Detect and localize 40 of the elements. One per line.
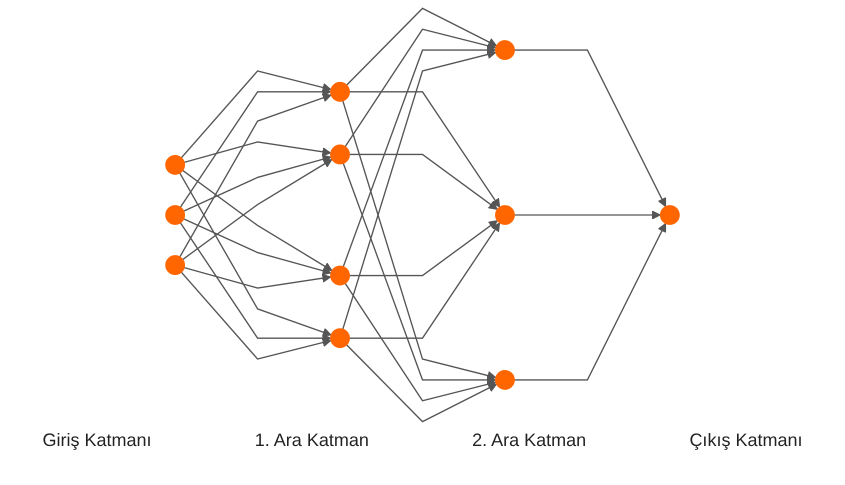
arrow (344, 28, 496, 147)
arrow (514, 210, 661, 220)
node-circle (660, 205, 680, 225)
arrow (346, 8, 497, 86)
node-circle (330, 82, 350, 102)
arrow (342, 50, 496, 330)
arrow (182, 158, 332, 260)
node-circle (165, 205, 186, 225)
node-circle (165, 154, 186, 175)
arrow (346, 344, 497, 422)
arrow (342, 46, 496, 267)
arrow (349, 91, 500, 208)
node-circle (330, 266, 350, 286)
layer-label: Çıkış Katmanı (689, 430, 802, 451)
arrow (349, 154, 498, 210)
arrow (514, 222, 666, 381)
arrow (183, 218, 332, 276)
arrow (182, 170, 332, 272)
arrow (342, 163, 496, 384)
arrow (344, 283, 496, 402)
arrow (179, 93, 332, 258)
layer-label: 1. Ara Katman (254, 430, 369, 451)
node-circle (495, 40, 515, 60)
arrow (180, 272, 332, 360)
layer-label: Giriş Katmanı (42, 430, 152, 451)
arrow (180, 70, 332, 158)
arrow (179, 172, 332, 337)
arrow (349, 222, 500, 339)
layer-label: 2. Ara Katman (472, 430, 586, 451)
node-circle (330, 144, 350, 164)
arrow (183, 154, 332, 212)
node-circle (495, 205, 515, 225)
arrow (342, 100, 496, 380)
node-circle (330, 328, 350, 348)
arrow (349, 220, 498, 276)
node-circle (495, 370, 515, 390)
arrow (184, 141, 332, 164)
arrow (184, 266, 332, 289)
node-circle (165, 255, 186, 276)
arrow (514, 49, 666, 208)
